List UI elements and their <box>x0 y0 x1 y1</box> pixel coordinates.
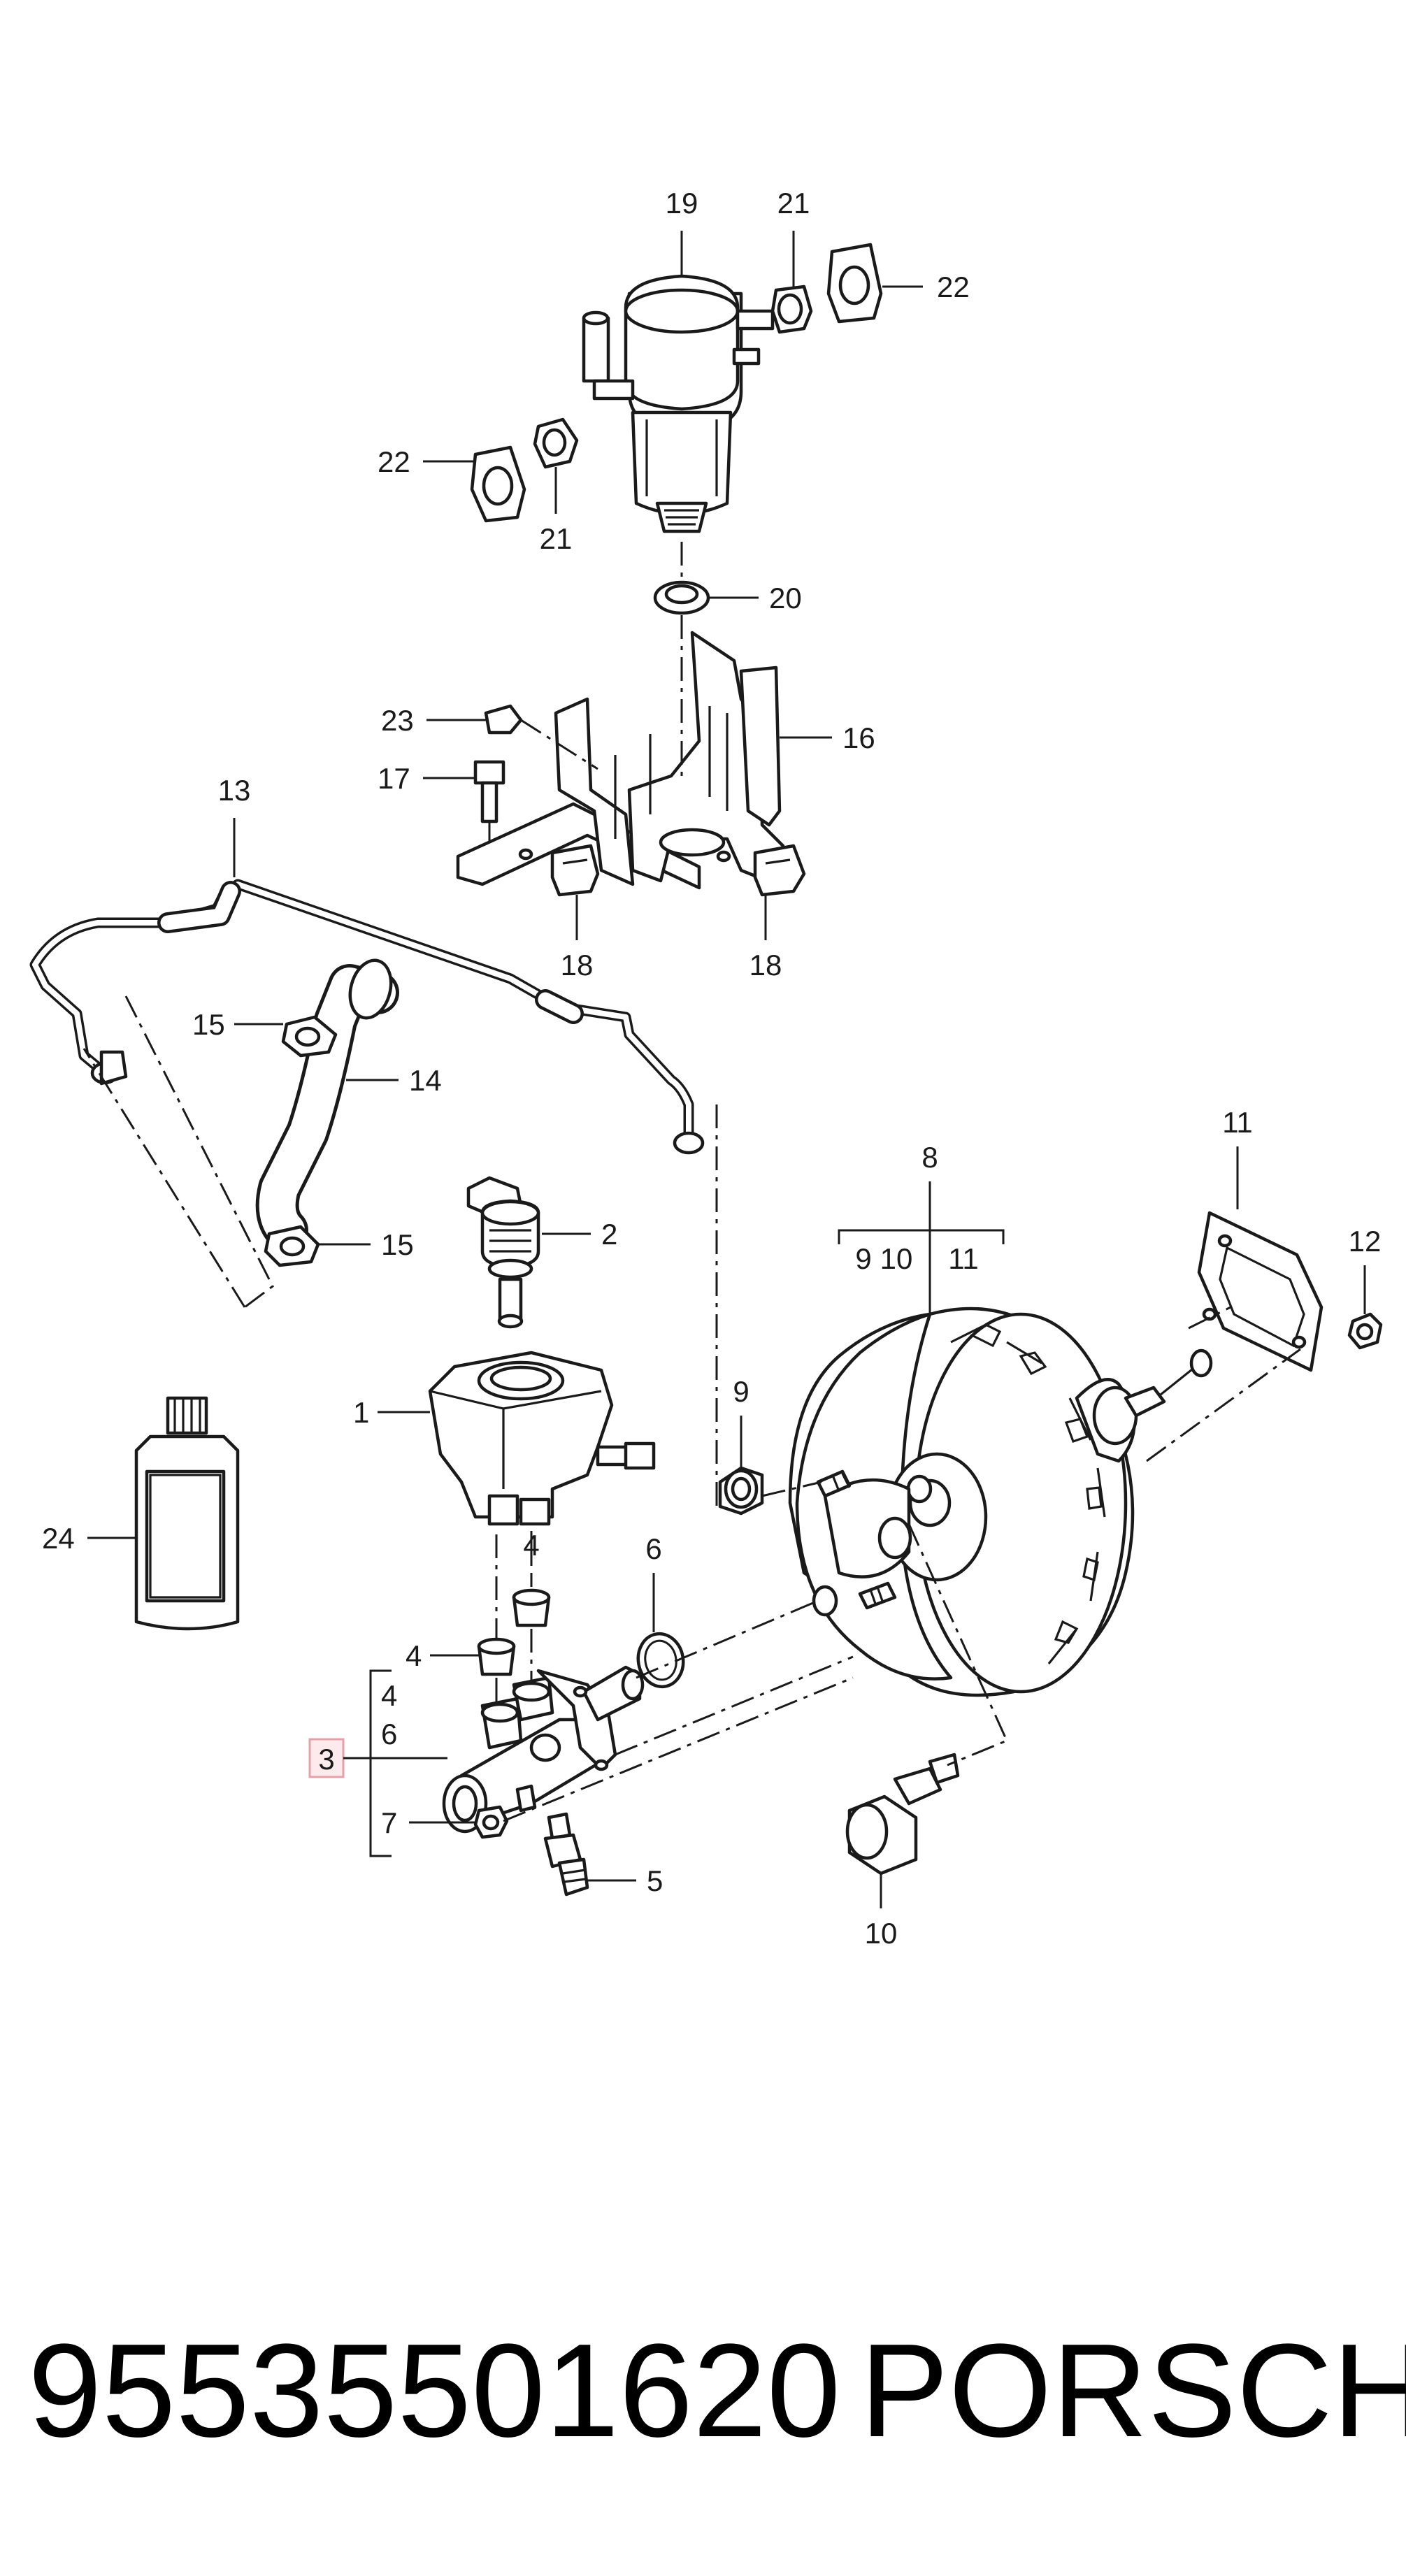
vacuum-sensor-10 <box>845 1753 960 1876</box>
nut-12 <box>1347 1312 1383 1350</box>
pressure-sensor-5 <box>543 1812 589 1897</box>
callout-21-bottom: 21 <box>540 522 573 555</box>
callout-2: 2 <box>601 1218 617 1251</box>
callout-22-right: 22 <box>937 271 970 303</box>
callout-1: 1 <box>353 1396 369 1429</box>
brake-booster-8 <box>788 1307 1213 1697</box>
callout-22-left: 22 <box>378 445 410 478</box>
seal-4-lower <box>477 1637 516 1676</box>
callout-8-sub-9: 9 <box>855 1242 871 1275</box>
brake-fluid-reservoir-1 <box>428 1351 656 1526</box>
nut-21-bottom <box>533 417 579 469</box>
clamp-15-bottom <box>264 1225 320 1267</box>
nut-7 <box>473 1805 509 1839</box>
seal-4-upper <box>512 1588 551 1627</box>
clip-18-left <box>550 844 600 897</box>
callout-15-bottom: 15 <box>381 1228 414 1261</box>
vacuum-hose-14 <box>255 958 399 1252</box>
bracket-22-left <box>470 445 526 523</box>
callout-15-top: 15 <box>192 1008 225 1041</box>
gasket-11 <box>1197 1211 1323 1372</box>
callout-18-left: 18 <box>561 949 594 981</box>
callout-19: 19 <box>666 187 698 220</box>
callout-23: 23 <box>381 704 414 737</box>
reservoir-cap-2 <box>466 1176 540 1329</box>
clip-23 <box>484 704 523 735</box>
master-cylinder-3 <box>442 1665 645 1834</box>
nut-21-top <box>770 285 813 334</box>
callout-4-reservoir: 4 <box>523 1529 539 1562</box>
callout-5: 5 <box>647 1864 663 1897</box>
callout-10: 10 <box>865 1917 898 1950</box>
brand-name: PORSCHE <box>860 2317 1406 2465</box>
callout-16: 16 <box>842 721 875 754</box>
clip-18-right <box>753 844 806 897</box>
callout-4-left: 4 <box>406 1639 422 1672</box>
callout-14: 14 <box>409 1064 442 1097</box>
callout-8-bracket <box>838 1181 1005 1314</box>
callout-18-right: 18 <box>749 949 782 981</box>
callout-8: 8 <box>921 1141 938 1174</box>
part-number: 95535501620 <box>28 2317 840 2465</box>
callout-3-highlight <box>308 1738 345 1778</box>
clamp-15-top <box>281 1015 338 1058</box>
callout-3-sub-4: 4 <box>381 1679 397 1712</box>
callout-24: 24 <box>42 1522 75 1555</box>
callout-13: 13 <box>218 774 251 807</box>
vacuum-pump <box>582 274 775 533</box>
callout-8-sub-11: 11 <box>948 1242 979 1275</box>
brake-fluid-bottle-24 <box>134 1396 240 1631</box>
callout-12: 12 <box>1349 1225 1382 1258</box>
grommet-9 <box>718 1466 764 1516</box>
callout-17: 17 <box>378 762 410 795</box>
callout-3: 3 <box>318 1743 334 1776</box>
vacuum-line-13 <box>29 879 705 1155</box>
callout-3-sub-6: 6 <box>381 1718 397 1750</box>
bolt-17 <box>473 760 505 823</box>
pump-bracket-16 <box>456 631 785 890</box>
bracket-22-right <box>826 243 883 324</box>
callout-21-top: 21 <box>777 187 810 220</box>
callout-6-ring: 6 <box>645 1532 661 1565</box>
callout-20: 20 <box>769 582 802 614</box>
callout-7: 7 <box>381 1806 397 1839</box>
callout-9: 9 <box>733 1375 749 1408</box>
callout-3-bracket <box>308 1669 447 1857</box>
grommet-20 <box>653 580 710 615</box>
callout-11: 11 <box>1222 1106 1253 1139</box>
callout-8-sub-10: 10 <box>880 1242 913 1275</box>
